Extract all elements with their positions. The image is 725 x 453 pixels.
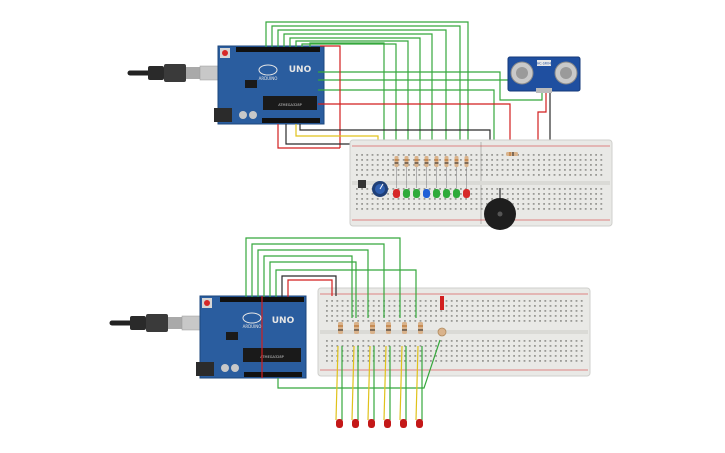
top-resistor — [464, 156, 469, 167]
top-led-bulb — [433, 189, 440, 198]
bottom-led-row — [335, 322, 423, 428]
top-circuit: ATMEGA328P ARDUINO UNO — [127, 21, 613, 230]
bottom-led-bulb — [368, 419, 375, 428]
top-led — [433, 156, 440, 198]
top-led-bulb — [453, 189, 460, 198]
top-chip-label: ATMEGA328P — [278, 103, 301, 107]
top-board-label: UNO — [289, 65, 312, 75]
bottom-resistor — [386, 322, 391, 334]
top-led — [403, 156, 410, 198]
bottom-reset-button[interactable] — [204, 300, 210, 306]
bottom-led — [383, 322, 391, 428]
bottom-chip-label: ATMEGA328P — [260, 355, 283, 359]
bottom-led-bulb — [416, 419, 423, 428]
top-resistor — [454, 156, 459, 167]
top-logo — [258, 64, 278, 76]
bottom-resistor — [370, 322, 375, 334]
bottom-led — [351, 322, 359, 428]
bottom-resistor — [338, 322, 343, 334]
top-led-bulb — [403, 189, 410, 198]
top-wires — [265, 21, 551, 178]
bottom-led — [367, 322, 375, 428]
top-led — [453, 156, 460, 198]
bottom-chip — [243, 348, 301, 362]
bottom-led — [399, 322, 407, 428]
top-led-row — [393, 156, 470, 198]
top-led-bulb — [393, 189, 400, 198]
top-resistor — [424, 156, 429, 167]
bottom-breadboard-holes — [326, 300, 583, 362]
top-breadboard — [349, 139, 613, 227]
bottom-logo — [242, 312, 262, 324]
top-led-bulb — [423, 189, 430, 198]
top-led-bulb — [413, 189, 420, 198]
bottom-arduino-board[interactable]: ATMEGA328P ARDUINO UNO — [196, 295, 307, 379]
top-led-bulb — [443, 189, 450, 198]
bottom-led-bulb — [336, 419, 343, 428]
top-sensor-resistor — [506, 152, 518, 156]
top-led — [423, 156, 430, 198]
top-resistor — [404, 156, 409, 167]
bottom-resistor — [418, 322, 423, 334]
bottom-usb-plug — [109, 314, 205, 332]
top-usb-plug — [127, 64, 223, 82]
top-led — [393, 156, 400, 198]
bottom-brand-label: ARDUINO — [243, 324, 262, 329]
top-reset-button[interactable] — [222, 50, 228, 56]
bottom-photoresistor[interactable] — [437, 296, 447, 337]
top-resistor — [394, 156, 399, 167]
top-resistor — [414, 156, 419, 167]
bottom-led-bulb — [384, 419, 391, 428]
top-buzzer[interactable] — [484, 188, 516, 230]
top-resistor — [444, 156, 449, 167]
top-led — [413, 156, 420, 198]
bottom-resistor — [354, 322, 359, 334]
top-potentiometer[interactable] — [372, 181, 388, 197]
top-chip — [263, 96, 317, 110]
bottom-board-label: UNO — [272, 316, 295, 326]
bottom-circuit: ATMEGA328P ARDUINO UNO — [109, 237, 591, 428]
top-pushbutton[interactable] — [358, 180, 366, 188]
top-led-bulb — [463, 189, 470, 198]
bottom-resistor — [402, 322, 407, 334]
top-brand-label: ARDUINO — [259, 76, 278, 81]
sensor-label: HC-SR04 — [537, 62, 551, 66]
bottom-wires — [245, 237, 441, 389]
top-resistor — [434, 156, 439, 167]
top-led — [443, 156, 450, 198]
top-ultrasonic-sensor[interactable]: HC-SR04 — [507, 56, 581, 93]
bottom-led — [415, 322, 423, 428]
bottom-led — [335, 322, 343, 428]
top-arduino-board[interactable]: ATMEGA328P ARDUINO UNO — [214, 45, 325, 125]
top-led — [463, 156, 470, 198]
bottom-led-bulb — [400, 419, 407, 428]
bottom-led-bulb — [352, 419, 359, 428]
